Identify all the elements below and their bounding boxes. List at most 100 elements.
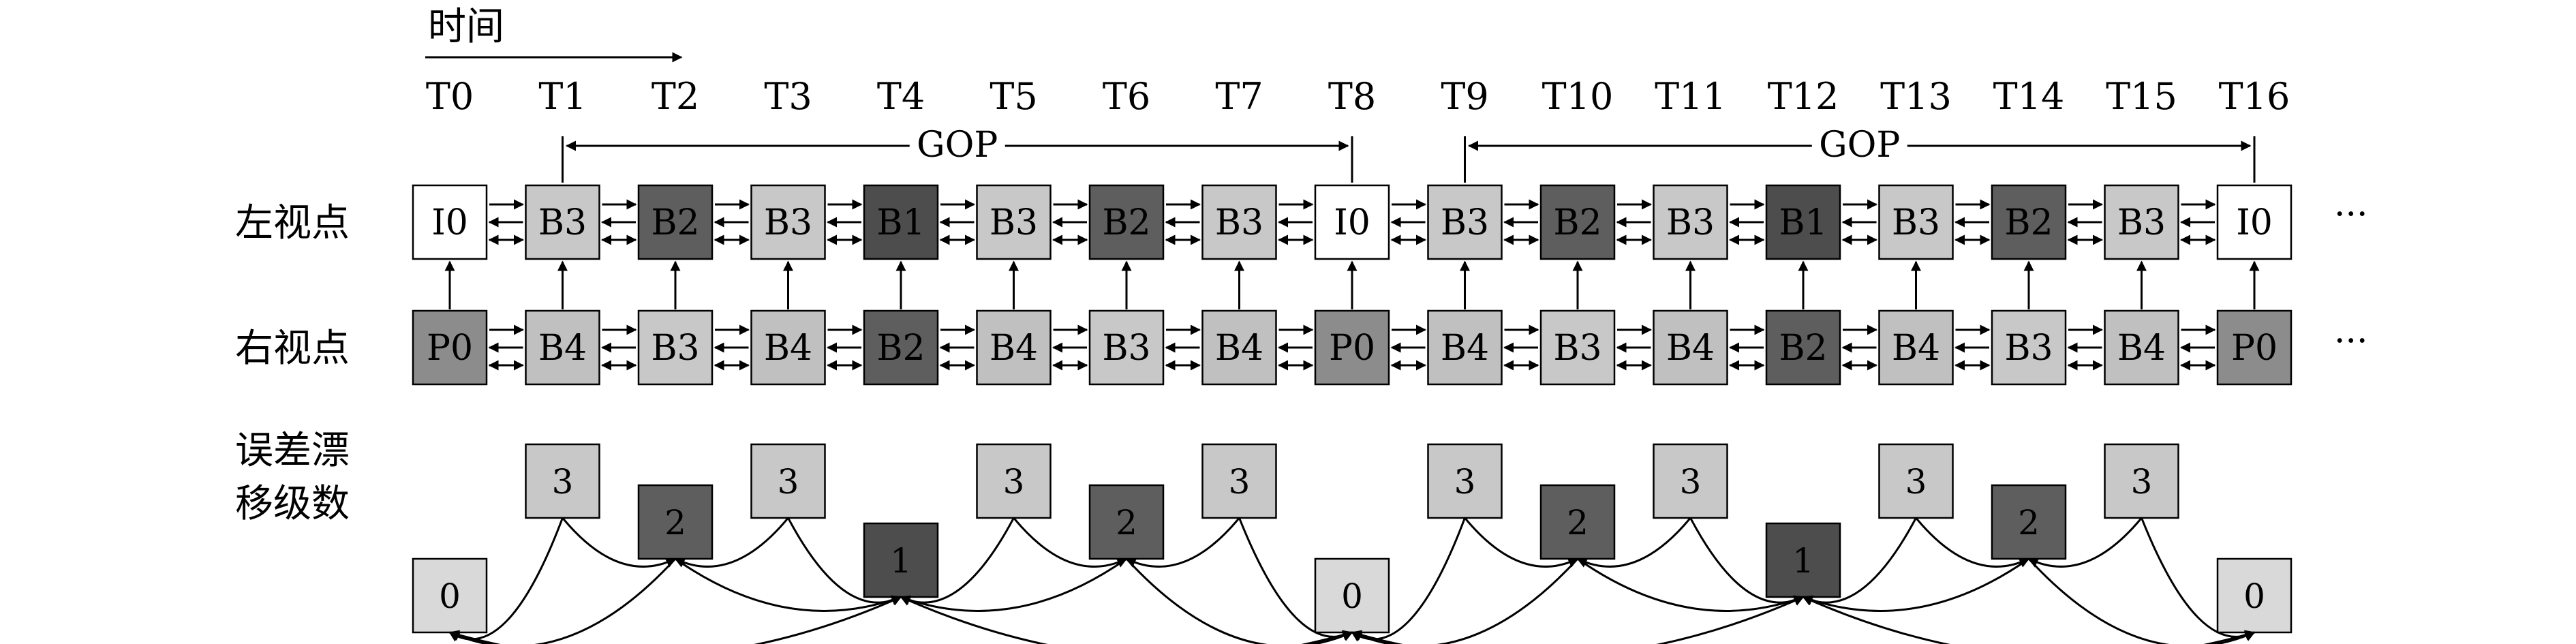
drift-level-label: 0 [439,577,461,616]
right_view-frame-14: B3 [1991,309,2067,386]
right_view-frame-11: B4 [1653,309,1728,386]
drift-level-label: 1 [1792,541,1814,581]
drift-arrow-24 [1802,557,2029,612]
left_view-frame-9: B3 [1427,184,1503,260]
right_view-frame-label: B4 [2117,328,2166,369]
drift-arrow-27 [1803,596,2256,644]
right_view-frame-box [976,309,1052,386]
left_view-frame-4: B1 [863,184,939,260]
right_view-frame-box [2104,309,2179,386]
drift-level-label: 0 [1341,577,1363,616]
drift-level-6: 2 [1088,484,1165,560]
left_view-frame-box [2104,184,2179,260]
left_view-frame-box [976,184,1052,260]
left_view-frame-label: B3 [1441,202,1489,243]
drift-label-line1: 误差漂 [235,429,350,473]
right_view-frame-4: B2 [863,309,939,386]
right_view-frame-box [1653,309,1728,386]
left_view-frame-label: I0 [431,202,468,243]
gop-label: GOP [1819,125,1900,166]
drift-level-14: 2 [1991,484,2067,560]
right_view-frame-box [1991,309,2067,386]
time-label-t11: T11 [1655,75,1726,118]
right_view-frame-label: B4 [990,328,1038,369]
left_view-frame-label: B3 [538,202,587,243]
right_view-frame-box [863,309,939,386]
drift-arrow-16 [1576,517,1691,568]
error-drift-arrows [448,517,2256,644]
left_view-frame-box [863,184,939,260]
right_view-frame-box [1201,309,1277,386]
time-label-t8: T8 [1328,75,1376,118]
left_view-frame-box [1314,184,1390,260]
left_view-frame-box [525,184,600,260]
drift-level-box [1539,484,1616,560]
right_view-frame-box [750,309,826,386]
right_view-frame-box [637,309,714,386]
right_view-frame-15: B4 [2104,309,2179,386]
drift-level-box [863,522,939,598]
time-label-t12: T12 [1768,75,1839,118]
drift-label-line2: 移级数 [235,482,350,526]
time-label-t5: T5 [990,75,1037,118]
left_view-frame-3: B3 [750,184,826,260]
left_view-frame-label: B2 [1553,202,1601,243]
gop-label: GOP [917,125,998,166]
drift-level-box [1427,443,1503,519]
time-label-t6: T6 [1103,75,1150,118]
left_view-frame-13: B3 [1878,184,1954,260]
drift-level-label: 2 [1116,503,1137,542]
drift-level-9: 3 [1427,443,1503,519]
drift-level-label: 3 [1003,462,1025,502]
drift-arrow-20 [2027,517,2143,568]
drift-level-box [1088,484,1165,560]
drift-arrow-11 [1125,557,1353,644]
drift-arrow-13 [900,596,1353,644]
left_view-frame-16: I0 [2216,184,2293,260]
drift-arrow-9 [675,557,902,612]
left_view-frame-box [1427,184,1503,260]
drift-level-0: 0 [412,557,488,634]
drift-level-box [1201,443,1277,519]
left_view-frame-box [750,184,826,260]
right_view-frame-box [1539,309,1616,386]
drift-arrow-6 [1125,517,1240,568]
left_view-frame-box [1878,184,1954,260]
right_view-frame-label: B3 [1102,328,1150,369]
inter-view-arrows [444,260,2260,309]
time-label-t14: T14 [1993,75,2065,118]
left_view-frame-box [1088,184,1165,260]
gop-label-background [909,125,1005,155]
time-label-t7: T7 [1215,75,1263,118]
time-label-t16: T16 [2219,75,2290,118]
left-view-label: 左视点 [235,201,350,245]
drift-level-12: 1 [1765,522,1841,598]
right_view-frame-label: B4 [764,328,812,369]
gop-label-background [1811,125,1907,155]
time-label-t2: T2 [651,75,699,118]
left-view-ellipsis: ··· [2334,194,2368,235]
drift-level-13: 3 [1878,443,1954,519]
right_view-frame-box [412,309,488,386]
right_view-frame-label: B4 [1441,328,1489,369]
right_view-frame-box [1427,309,1503,386]
drift-level-box [1991,484,2067,560]
drift-arrow-12 [448,596,902,644]
drift-level-label: 1 [890,541,912,581]
left_view-frame-10: B2 [1539,184,1616,260]
right_view-frame-16: P0 [2216,309,2293,386]
right_view-frame-box [525,309,600,386]
left_view-frame-box [1653,184,1728,260]
drift-arrow-2 [674,517,789,568]
right_view-frame-label: B4 [1215,328,1263,369]
drift-level-label: 3 [2131,462,2153,502]
drift-level-4: 1 [863,522,939,598]
left_view-frame-0: I0 [412,184,488,260]
left_view-frame-1: B3 [525,184,600,260]
drift-level-16: 0 [2216,557,2293,634]
right_view-frame-label: B4 [1666,328,1715,369]
time-label-t1: T1 [538,75,586,118]
